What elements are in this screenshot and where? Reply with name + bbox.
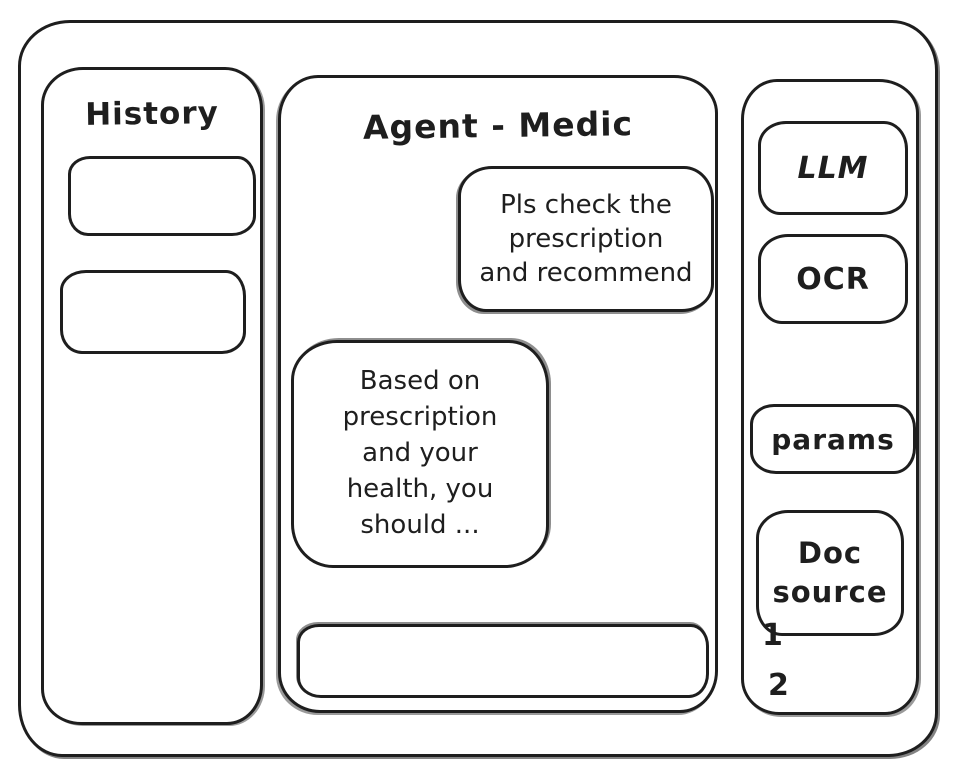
params-button[interactable]: params bbox=[750, 404, 916, 474]
history-item[interactable] bbox=[60, 270, 246, 354]
assistant-message-bubble: Based on prescription and your health, y… bbox=[291, 340, 549, 568]
history-title: History bbox=[84, 95, 220, 133]
chat-panel: Agent - Medic Pls check the prescription… bbox=[278, 75, 718, 713]
llm-button[interactable]: LLM bbox=[758, 121, 908, 215]
user-message-bubble: Pls check the prescription and recommend bbox=[458, 166, 714, 312]
history-item[interactable] bbox=[68, 156, 256, 236]
doc-source-item-2[interactable]: 2 bbox=[768, 668, 789, 703]
chat-panel-title: Agent - Medic bbox=[362, 104, 634, 147]
ocr-button[interactable]: OCR bbox=[758, 234, 908, 324]
message-input[interactable] bbox=[297, 624, 709, 698]
app-window-frame: History Agent - Medic Pls check the pres… bbox=[18, 20, 938, 757]
user-message-text: Pls check the prescription and recommend bbox=[479, 189, 693, 289]
doc-source-button[interactable]: Doc source bbox=[756, 510, 904, 636]
tools-panel: LLM OCR params Doc source 1 2 bbox=[741, 79, 919, 715]
assistant-message-text: Based on prescription and your health, y… bbox=[342, 366, 498, 540]
doc-source-item-1[interactable]: 1 bbox=[762, 618, 783, 653]
history-sidebar: History bbox=[41, 67, 263, 725]
